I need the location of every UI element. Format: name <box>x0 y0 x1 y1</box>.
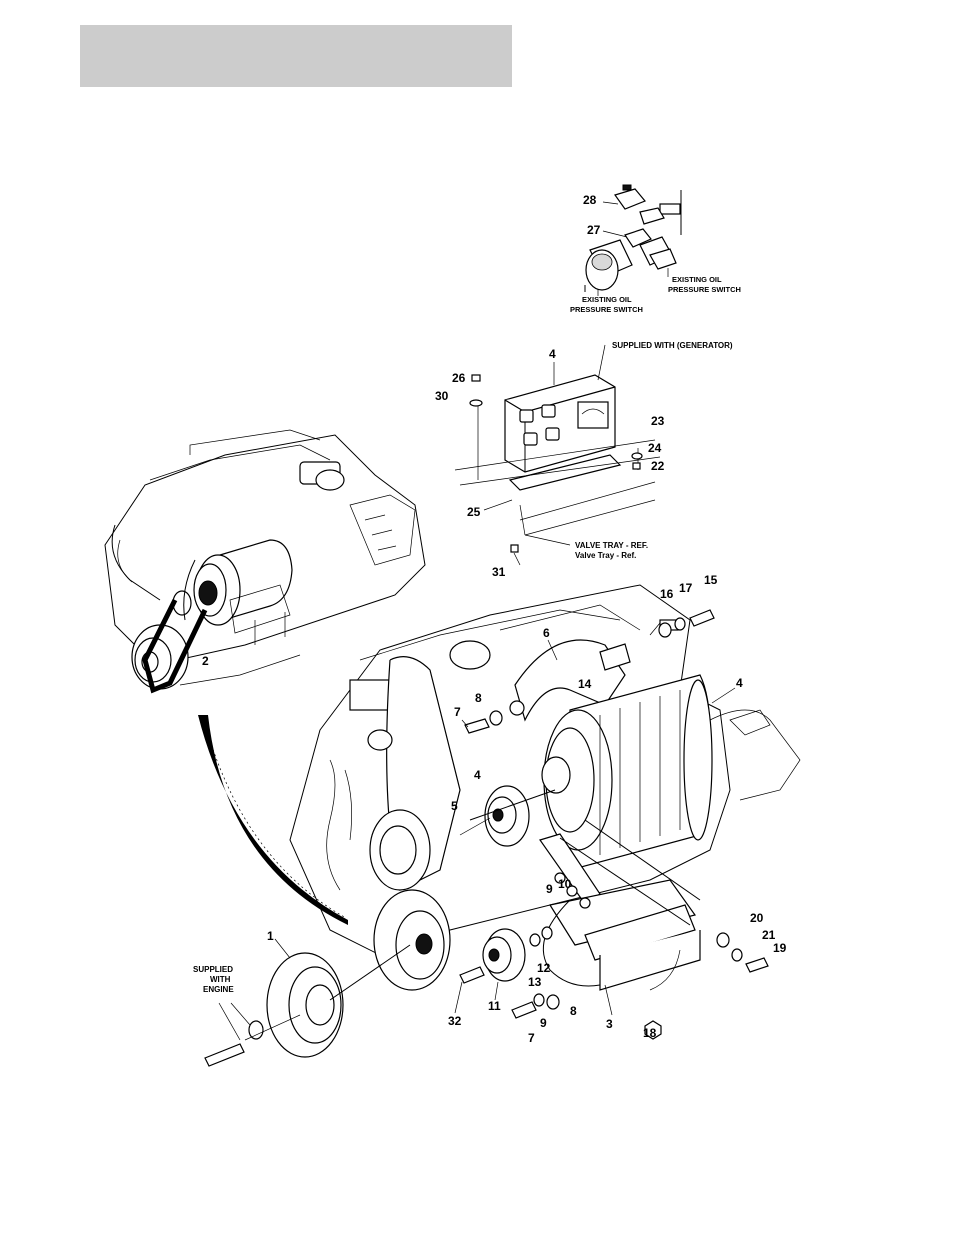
callout-3: 3 <box>606 1017 613 1031</box>
callout-6: 6 <box>543 626 550 640</box>
callout-30: 30 <box>435 389 449 403</box>
callout-22: 22 <box>651 459 665 473</box>
callout-25: 25 <box>467 505 481 519</box>
callout-27: 27 <box>587 223 601 237</box>
callout-21: 21 <box>762 928 776 942</box>
callout-10: 10 <box>558 877 572 891</box>
callout-17: 17 <box>679 581 693 595</box>
supplied-with-engine-note-1: SUPPLIED <box>193 965 233 974</box>
callout-4-right: 4 <box>736 676 743 690</box>
callout-8-top: 8 <box>475 691 482 705</box>
oil-switch-right-note-1: EXISTING OIL <box>672 275 722 284</box>
callout-12: 12 <box>537 961 551 975</box>
callout-15: 15 <box>704 573 718 587</box>
oil-switch-left-note-1: EXISTING OIL <box>582 295 632 304</box>
valve-tray-note-2: Valve Tray - Ref. <box>575 551 636 560</box>
callout-23: 23 <box>651 414 665 428</box>
drive-belt <box>198 715 348 925</box>
callout-9-bottom: 9 <box>540 1016 547 1030</box>
callout-18: 18 <box>643 1026 657 1040</box>
callout-28: 28 <box>583 193 597 207</box>
callout-7-bottom: 7 <box>528 1031 535 1045</box>
valve-tray-note-1: VALVE TRAY - REF. <box>575 541 648 550</box>
callout-13: 13 <box>528 975 542 989</box>
callout-11: 11 <box>488 999 501 1013</box>
oil-switch-left-note-2: PRESSURE SWITCH <box>570 305 643 314</box>
callout-8-bottom: 8 <box>570 1004 577 1018</box>
callout-16: 16 <box>660 587 674 601</box>
callout-4-pulley: 4 <box>474 768 481 782</box>
callout-2: 2 <box>202 654 209 668</box>
callout-19: 19 <box>773 941 787 955</box>
callout-1: 1 <box>267 929 274 943</box>
callout-5: 5 <box>451 799 458 813</box>
callout-32: 32 <box>448 1014 462 1028</box>
supplied-with-engine-note-2: WITH <box>210 975 231 984</box>
callout-9-top: 9 <box>546 882 553 896</box>
engine-overview-drawing <box>105 430 425 690</box>
callout-4-generator: 4 <box>549 347 556 361</box>
control-box-assembly <box>455 345 660 565</box>
callout-7-top: 7 <box>454 705 461 719</box>
callout-26: 26 <box>452 371 466 385</box>
callout-31: 31 <box>492 565 506 579</box>
callout-14: 14 <box>578 677 592 691</box>
oil-switch-assembly <box>585 185 681 296</box>
callout-24: 24 <box>648 441 662 455</box>
supplied-with-generator-note: SUPPLIED WITH (GENERATOR) <box>612 341 733 350</box>
callout-20: 20 <box>750 911 764 925</box>
supplied-with-engine-note-3: ENGINE <box>203 985 234 994</box>
oil-switch-right-note-2: PRESSURE SWITCH <box>668 285 741 294</box>
